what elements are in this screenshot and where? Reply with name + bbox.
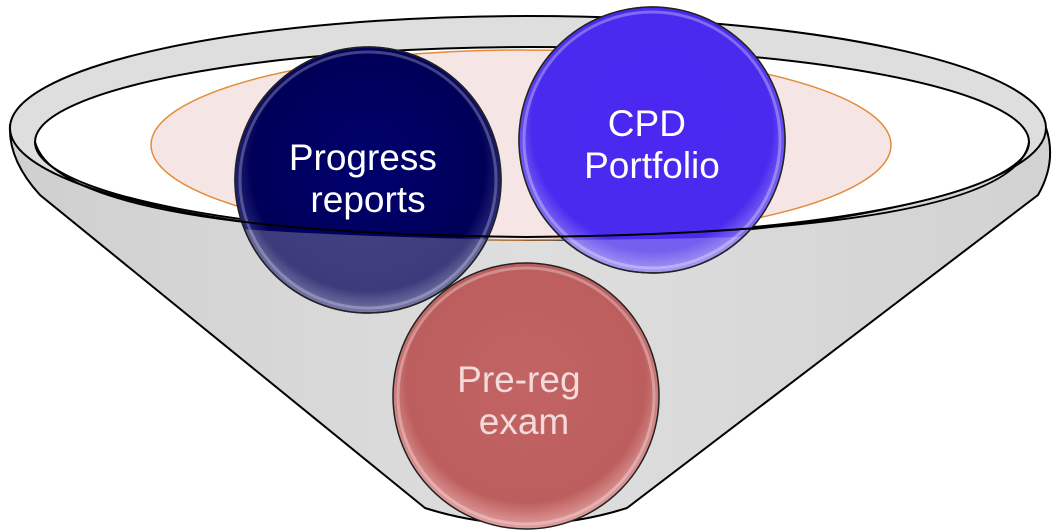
progress-reports-line-2: reports <box>310 179 425 220</box>
pre-reg-exam-label: Pre-reg exam <box>457 359 591 442</box>
pre-reg-exam-circle <box>392 262 660 530</box>
funnel-rim-front <box>34 141 1030 239</box>
cpd-portfolio-circle <box>518 6 786 274</box>
progress-reports-line-1: Progress <box>289 137 437 178</box>
cpd-portfolio-line-1: CPD <box>608 103 686 144</box>
pre-reg-exam-line-2: exam <box>479 401 569 442</box>
pre-reg-exam-line-1: Pre-reg <box>457 359 580 400</box>
progress-reports-label: Progress reports <box>289 137 447 220</box>
cpd-portfolio-line-2: Portfolio <box>584 145 720 186</box>
progress-reports-circle <box>234 46 502 314</box>
cpd-portfolio-label: CPD Portfolio <box>584 103 720 186</box>
